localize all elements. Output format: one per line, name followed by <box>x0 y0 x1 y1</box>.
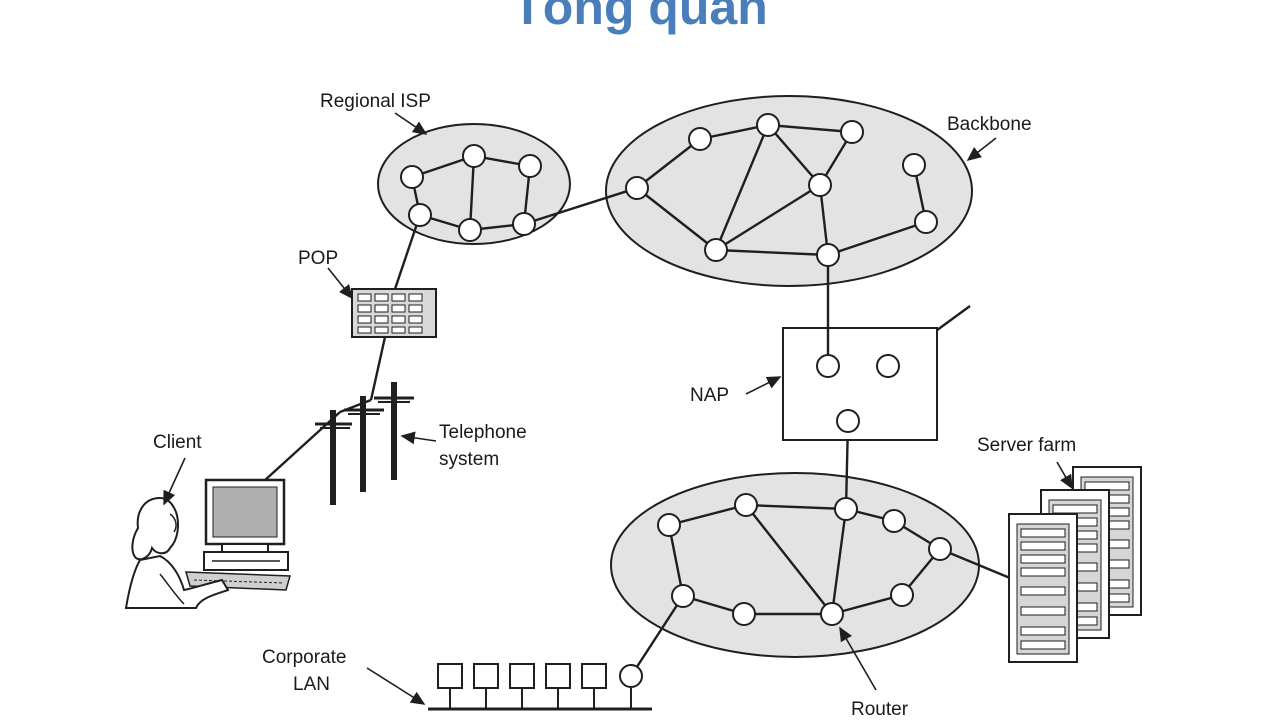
corporate-lan <box>428 663 652 711</box>
backbone-cloud <box>605 95 973 287</box>
regional-isp-label: Regional ISP <box>320 91 431 112</box>
label-arrows <box>163 112 1073 705</box>
router-label: Router <box>851 699 909 720</box>
client-person-icon <box>124 496 230 609</box>
server-rack-front <box>1008 513 1078 663</box>
telephone-system-label-line2: system <box>439 449 499 470</box>
lower-network-cloud <box>610 472 980 658</box>
pop-device-icon <box>351 288 437 338</box>
corporate-lan-label-line1: Corporate <box>262 647 347 668</box>
nap-box <box>782 327 938 441</box>
slide-title: Tổng quan <box>512 0 768 35</box>
client-computer-icon <box>184 478 291 591</box>
backbone-label: Backbone <box>947 114 1032 135</box>
pop-label: POP <box>298 248 338 269</box>
telephone-system-label-line1: Telephone <box>439 422 527 443</box>
telephone-poles-icon <box>315 382 414 505</box>
server-farm-label: Server farm <box>977 435 1076 456</box>
client-label: Client <box>153 432 202 453</box>
corporate-lan-label-line2: LAN <box>293 674 330 695</box>
server-farm-icon <box>1008 466 1142 663</box>
nap-label: NAP <box>690 385 729 406</box>
router-nodes <box>400 113 952 626</box>
